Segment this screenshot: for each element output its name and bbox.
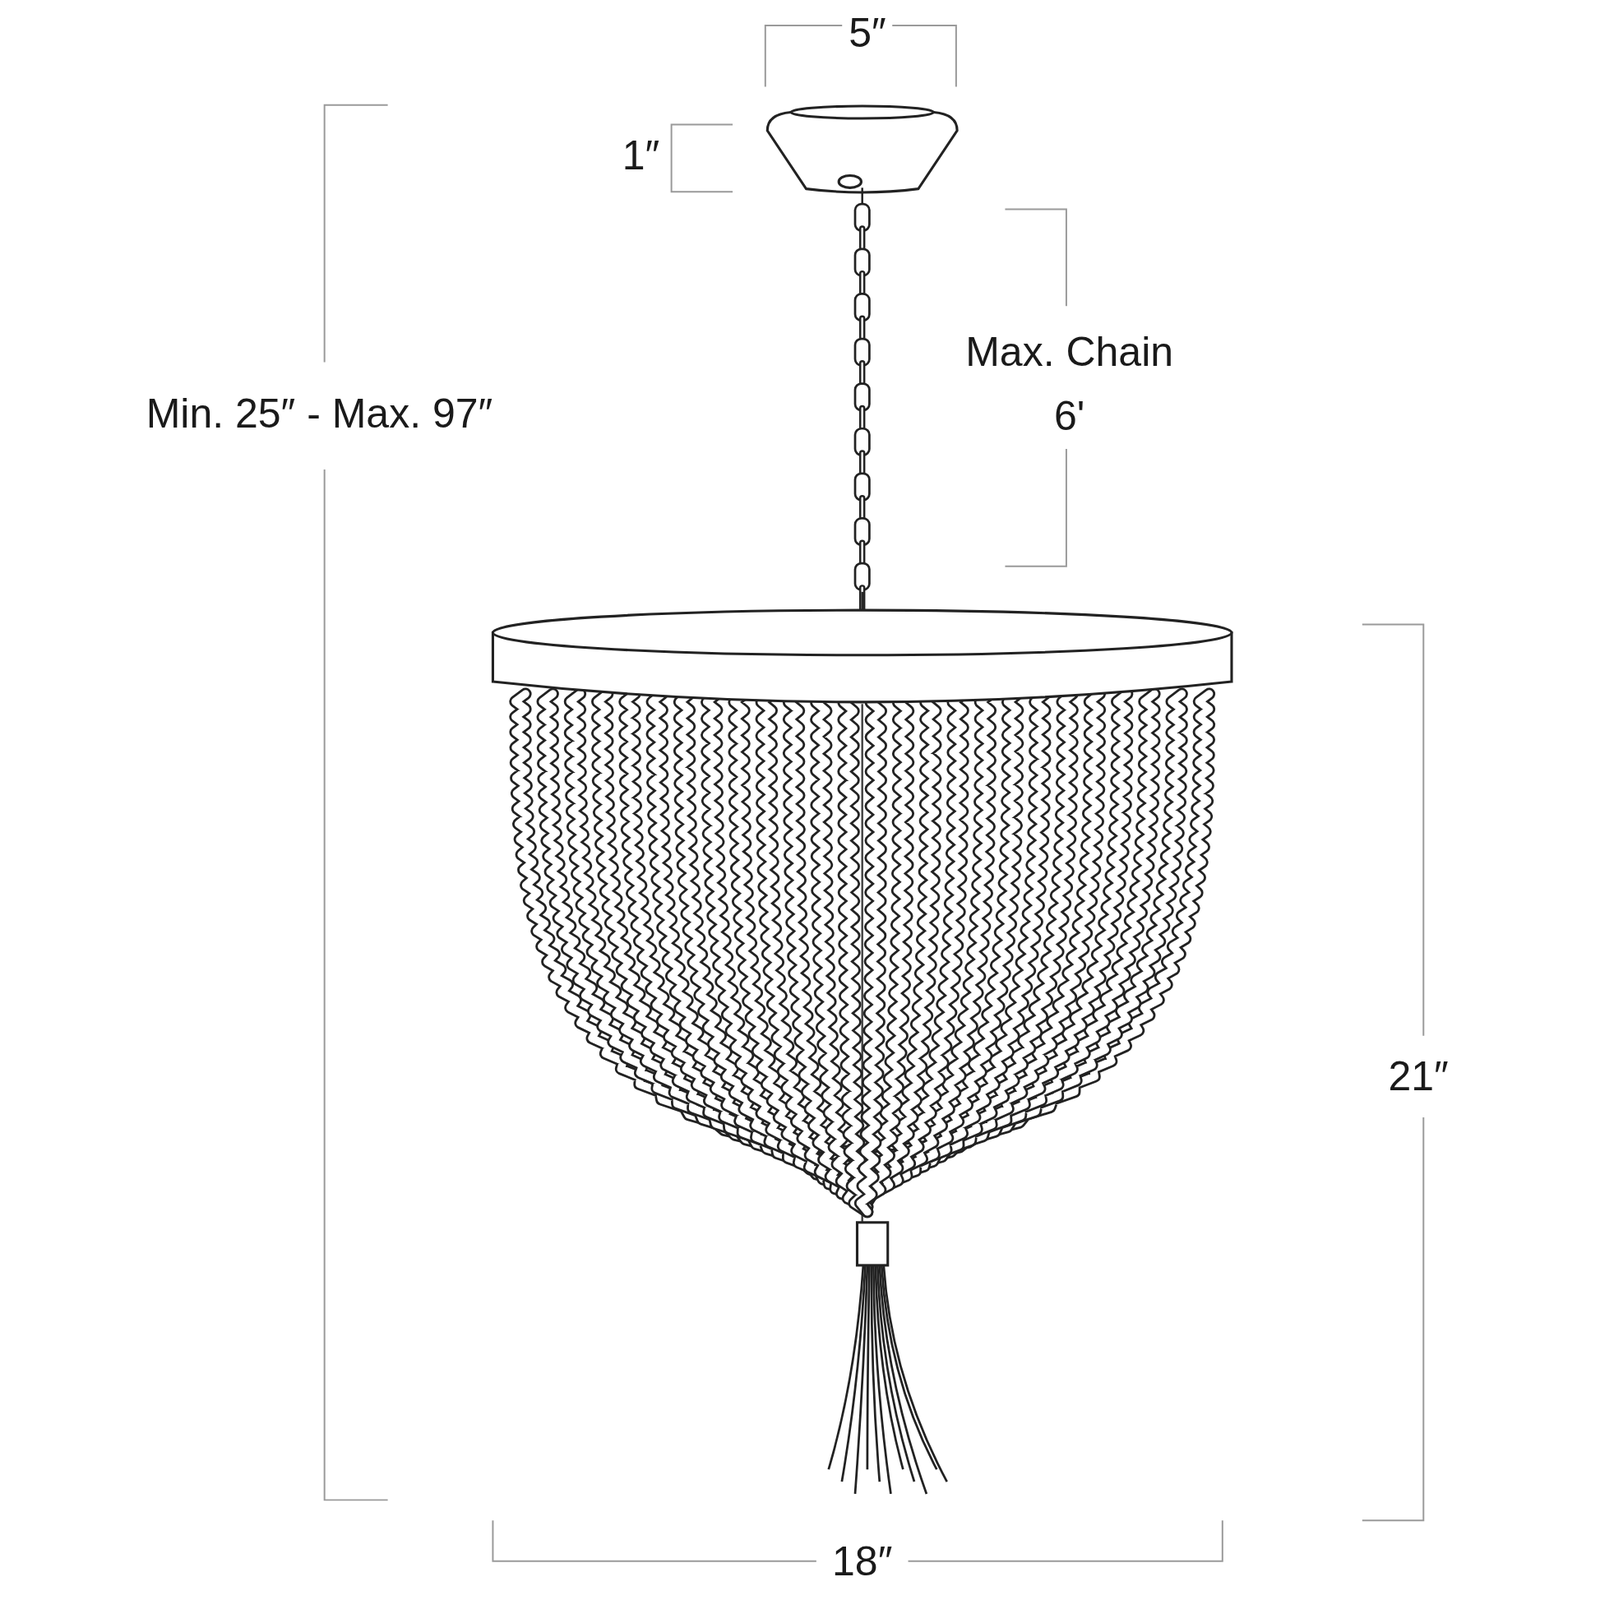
bead-strand — [860, 693, 881, 1212]
chain-bracket — [1004, 208, 1066, 566]
dimension-label: Min. 25″ - Max. 97″ — [139, 388, 500, 438]
dimension-label: Max. Chain — [958, 328, 1180, 377]
dimension-label: 21″ — [1381, 1052, 1455, 1101]
canopy-knob — [838, 175, 861, 188]
dimension-label: 18″ — [825, 1536, 899, 1586]
dimension-label: 6' — [1047, 392, 1092, 441]
top-ring — [492, 610, 1232, 703]
tassel-strand — [855, 1265, 868, 1494]
chain-stem — [860, 187, 863, 204]
bead-strand-outline — [860, 693, 881, 1212]
ring-top — [492, 610, 1232, 656]
ceiling-canopy — [767, 106, 958, 193]
tassel-strand — [877, 1265, 915, 1482]
dimension-label: 5″ — [841, 8, 893, 57]
chain-link — [860, 585, 865, 612]
tassel-strand — [883, 1265, 948, 1482]
chain — [855, 187, 870, 612]
tassel-strand — [881, 1265, 937, 1470]
tassel-strand — [867, 1265, 870, 1470]
overall-bracket — [324, 105, 389, 1501]
tassel — [828, 1222, 948, 1494]
tassel-cap — [857, 1222, 888, 1266]
dimension-brackets — [324, 25, 1425, 1562]
canopy-body — [767, 112, 958, 193]
bead-strands — [515, 693, 1210, 1225]
height-bracket — [671, 124, 733, 192]
canopy-top — [790, 106, 935, 119]
dimension-label: 1″ — [615, 130, 667, 180]
